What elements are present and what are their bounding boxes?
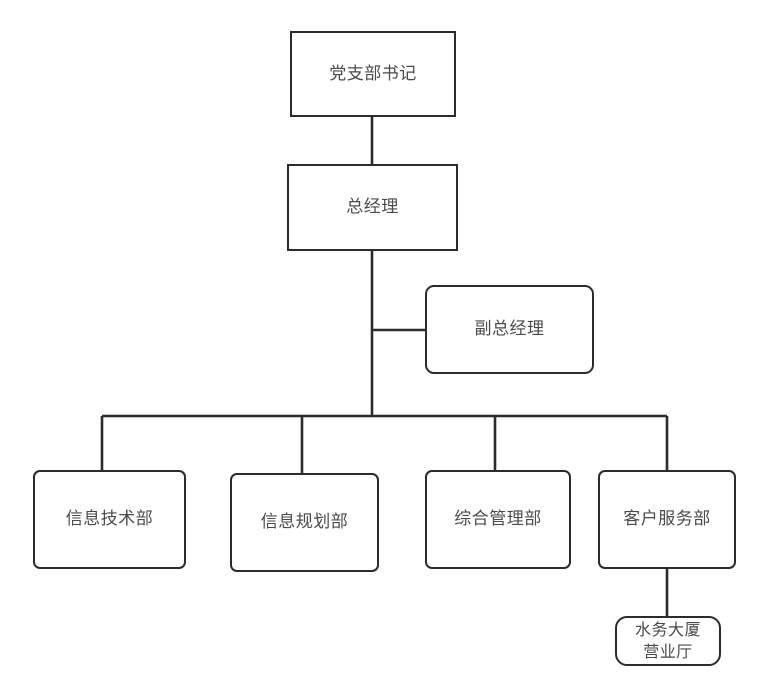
node-party-secretary[interactable]: 党支部书记 bbox=[290, 31, 456, 117]
node-department-general-management[interactable]: 综合管理部 bbox=[425, 470, 571, 569]
node-party-secretary-label: 党支部书记 bbox=[329, 63, 417, 84]
node-department-general-management-label: 综合管理部 bbox=[454, 509, 542, 530]
node-department-info-planning-label: 信息规划部 bbox=[260, 512, 349, 533]
node-deputy-general-manager[interactable]: 副总经理 bbox=[425, 285, 594, 374]
node-general-manager-label: 总经理 bbox=[346, 197, 399, 218]
node-department-customer-service-label: 客户服务部 bbox=[623, 509, 711, 530]
node-department-info-planning[interactable]: 信息规划部 bbox=[230, 473, 379, 572]
node-department-it[interactable]: 信息技术部 bbox=[33, 470, 186, 569]
node-service-hall-label: 水务大厦 营业厅 bbox=[634, 620, 701, 661]
node-department-customer-service[interactable]: 客户服务部 bbox=[598, 470, 736, 569]
node-service-hall[interactable]: 水务大厦 营业厅 bbox=[615, 616, 721, 666]
node-department-it-label: 信息技术部 bbox=[65, 509, 154, 530]
node-general-manager[interactable]: 总经理 bbox=[287, 164, 458, 251]
node-deputy-general-manager-label: 副总经理 bbox=[474, 319, 545, 340]
